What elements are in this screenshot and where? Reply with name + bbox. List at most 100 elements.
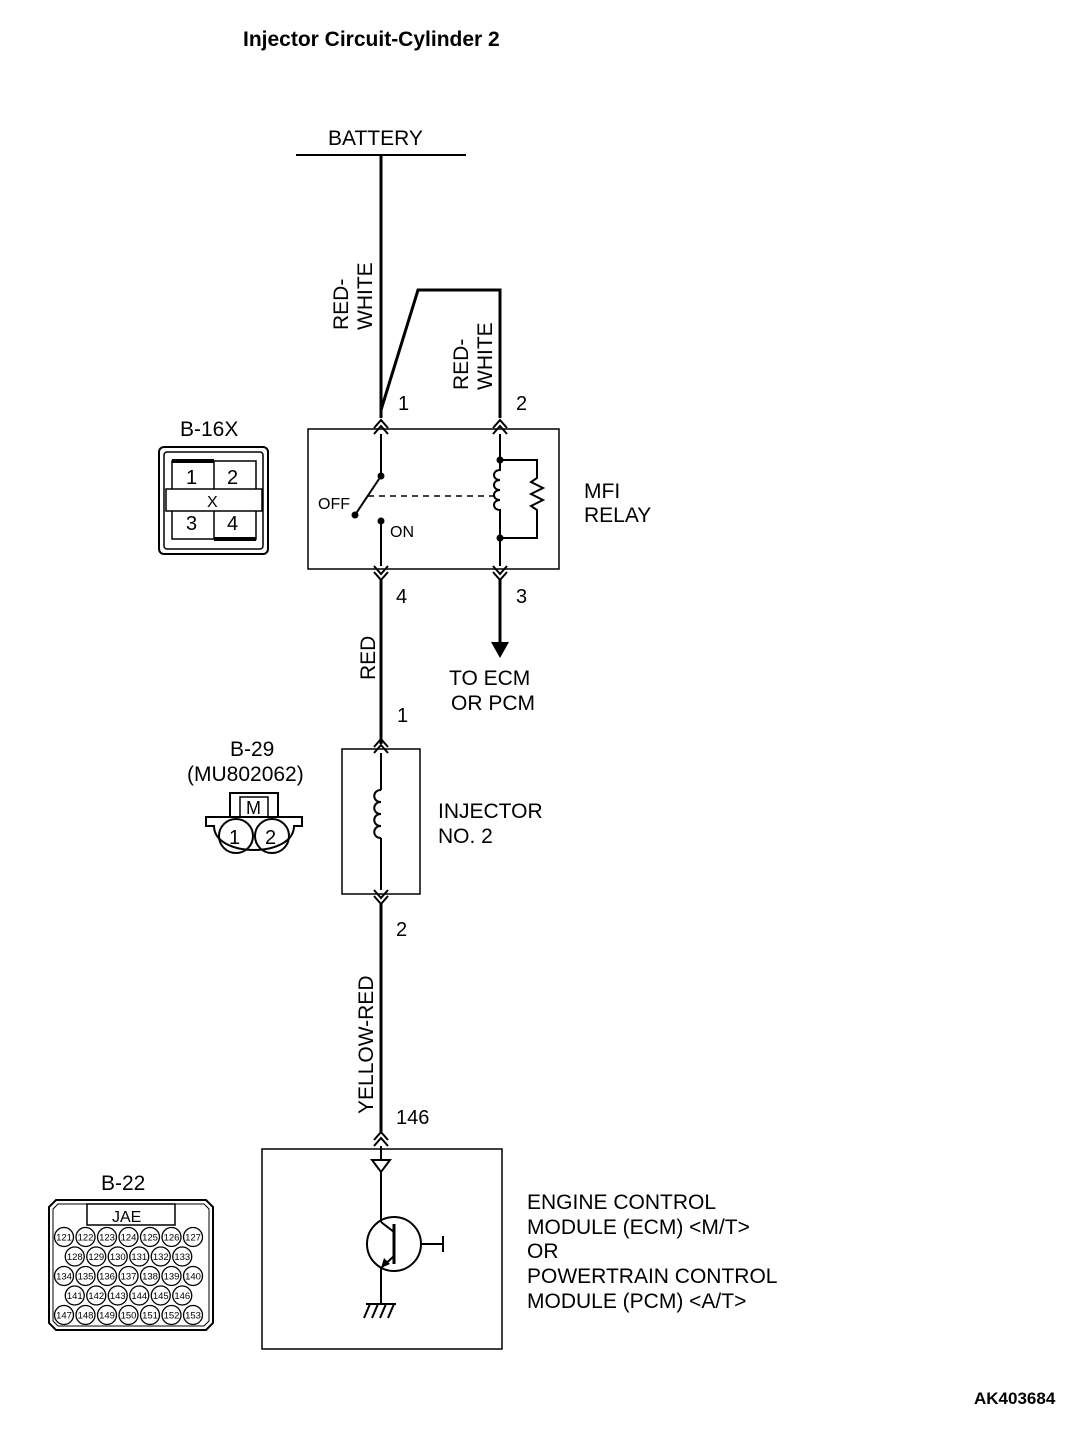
injector-pin2-connector-icon [373,889,389,900]
b22-pin-label: 125 [142,1233,158,1244]
b22-pin-label: 140 [185,1272,201,1283]
relay-pin-4: 4 [396,586,407,608]
b22-pin-circle [86,1285,107,1306]
connector-b16x-icon [158,446,269,555]
b22-pin-circle [96,1304,118,1326]
b22-pin-circle [150,1246,171,1267]
b22-pin-circle [64,1285,85,1306]
relay-coil-icon [493,460,501,538]
ecm-label-line5: MODULE (PCM) <A/T> [527,1290,746,1313]
b22-pin-circle [107,1285,128,1306]
b22-pin-circle [150,1285,171,1306]
injector-label-line1: INJECTOR [438,800,543,823]
b22-pin-circle [118,1226,139,1248]
b16x-pin-1: 1 [186,467,197,489]
wire-label-yellow-red: YELLOW-RED [355,976,378,1114]
relay-pin2-connector-icon [492,418,508,429]
arrow-down-icon [491,642,509,658]
b29-mark: M [246,798,261,818]
to-ecm-label-line2: OR PCM [451,692,535,715]
relay-pin-3: 3 [516,586,527,608]
ecm-input-triangle-icon [370,1159,392,1174]
b22-pin-circle [118,1304,139,1326]
relay-pin-1: 1 [398,393,409,415]
wire-label-red-white-left: RED- WHITE [330,262,377,330]
b16x-pin-3: 3 [186,513,197,535]
b22-pin-circle [129,1285,150,1306]
relay-resistor-icon [500,459,546,539]
connector-b16x-label: B-16X [180,418,238,441]
b22-pin-label: 146 [174,1291,190,1302]
b22-pin-circle [107,1246,128,1267]
b22-pin-circle [75,1304,96,1326]
b22-pin-circle [139,1226,161,1248]
b22-pin-label: 145 [153,1291,169,1302]
b22-pin-circle [96,1226,118,1248]
svg-text:WHITE: WHITE [354,262,377,330]
b22-pin-label: 131 [131,1252,147,1263]
b22-pin-circle [161,1226,182,1248]
relay-pin-2: 2 [516,393,527,415]
connector-b22-icon [48,1199,214,1331]
b22-pin-circle [161,1265,182,1287]
svg-text:WHITE: WHITE [474,322,497,390]
svg-text:YELLOW-RED: YELLOW-RED [355,976,378,1114]
b22-pin-label: 128 [67,1252,83,1263]
b22-pin-label: 144 [131,1291,147,1302]
b22-pin-circle [53,1265,75,1287]
b22-pin-label: 136 [99,1272,115,1283]
b22-pin-circle [75,1265,96,1287]
b16x-center-mark: X [207,494,218,511]
b22-pin-circle [139,1265,161,1287]
ecm-label-line2: MODULE (ECM) <M/T> [527,1216,750,1239]
ecm-label-line4: POWERTRAIN CONTROL [527,1265,777,1288]
b22-pin-label: 137 [121,1272,137,1283]
b22-pin-circle [86,1246,107,1267]
injector-box [341,748,421,895]
svg-text:RED: RED [357,636,380,680]
relay-pin1-connector-icon [373,418,389,429]
b22-pin-circle [96,1265,118,1287]
b22-pin-label: 126 [164,1233,180,1244]
b22-pin-label: 129 [88,1252,104,1263]
b22-pin-label: 121 [56,1233,72,1244]
b22-pin-label: 138 [142,1272,158,1283]
b22-pin-label: 134 [56,1272,72,1283]
b22-maker: JAE [112,1209,141,1226]
b22-pin-label: 149 [99,1311,115,1322]
b22-pin-circle [161,1304,182,1326]
injector-pin-2: 2 [396,919,407,941]
switch-on-label: ON [390,524,414,541]
b22-pin-circle [172,1246,193,1267]
ground-icon [363,1303,396,1319]
connector-b29-icon [205,792,303,854]
b22-pin-label: 152 [164,1311,180,1322]
svg-text:RED-: RED- [450,339,473,390]
b22-pin-label: 124 [121,1233,137,1244]
battery-label: BATTERY [328,127,423,150]
b22-pin-label: 153 [185,1311,201,1322]
b22-pin-label: 150 [121,1311,137,1322]
b22-pin-circle [182,1226,204,1248]
to-ecm-label-line1: TO ECM [449,667,530,690]
b22-pin-label: 130 [110,1252,126,1263]
b22-pin-circle [75,1226,96,1248]
wire-branch-to-pin2 [379,288,502,418]
b22-pin-label: 143 [110,1291,126,1302]
b22-pin-label: 151 [142,1311,158,1322]
relay-pin3-connector-icon [492,565,508,576]
connector-b29-part: (MU802062) [187,763,304,786]
injector-label-line2: NO. 2 [438,825,493,848]
connector-b22-label: B-22 [101,1172,145,1195]
mfi-relay-label-line1: MFI [584,480,620,503]
connector-b29-label: B-29 [230,738,274,761]
switch-off-label: OFF [318,496,350,513]
injector-pin-1: 1 [397,705,408,727]
b29-pin-1: 1 [229,827,240,849]
relay-pin4-connector-icon [373,565,389,576]
b22-pin-circle [118,1265,139,1287]
switch-pivot [351,511,359,519]
mfi-relay-label-line2: RELAY [584,504,651,527]
